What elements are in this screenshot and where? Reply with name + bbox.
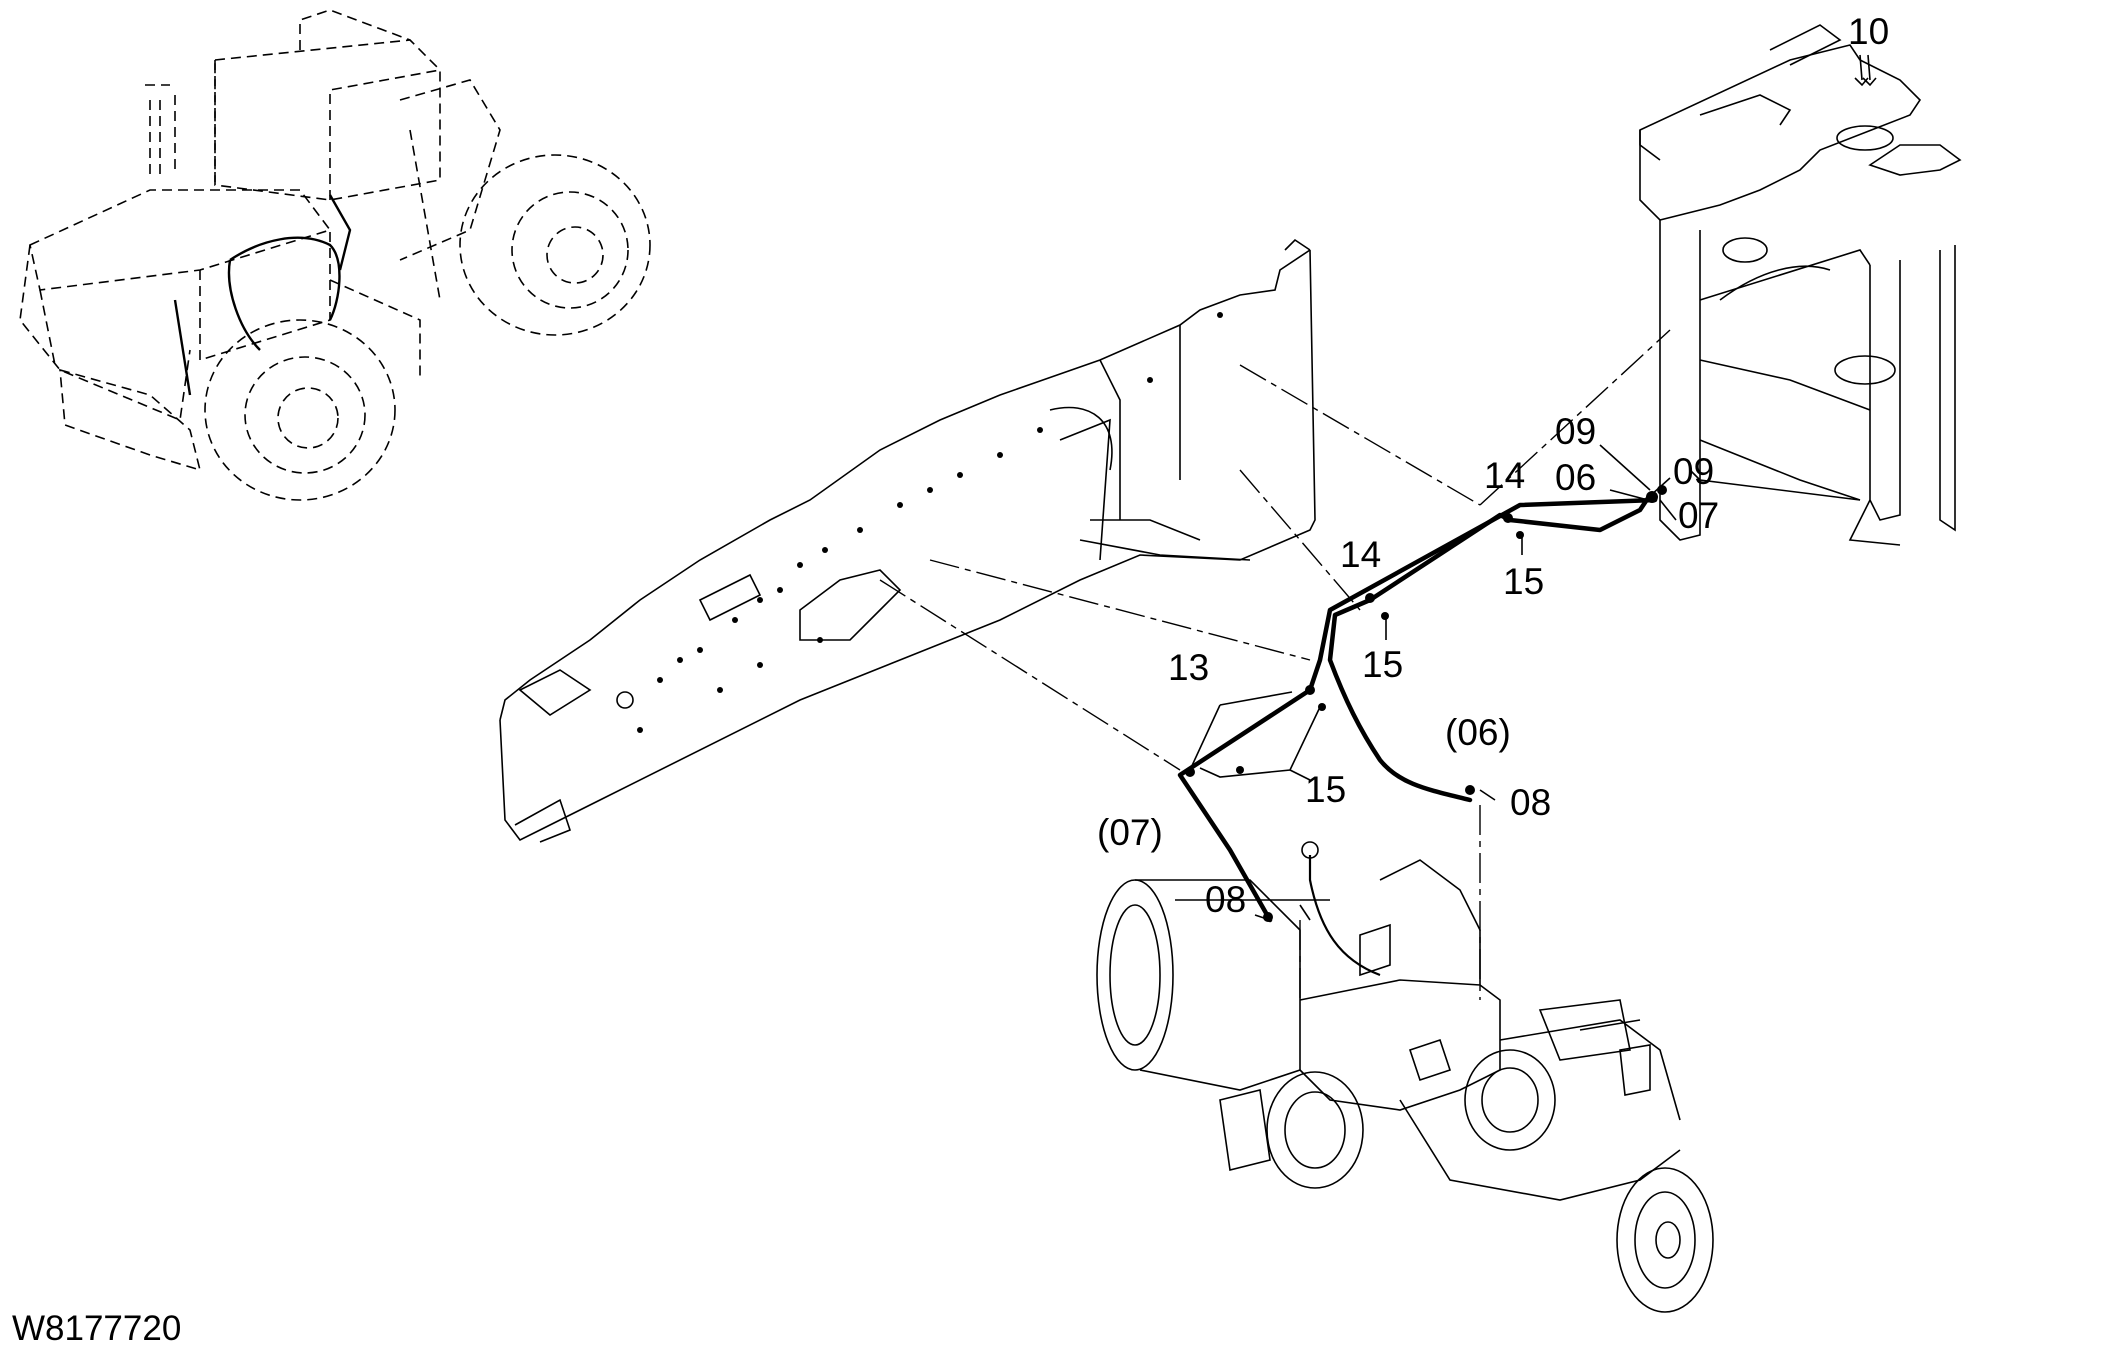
drawing-id: W8177720: [12, 1309, 181, 1348]
hose-07: [1177, 497, 1658, 923]
callout-10: 10: [1848, 11, 1889, 52]
callout-09-right: 09: [1673, 451, 1714, 492]
callout-15-lower: 15: [1305, 769, 1346, 810]
callout-15-upper: 15: [1503, 561, 1544, 602]
callout-06-paren: (06): [1445, 712, 1511, 753]
brake-hoses: [1177, 492, 1658, 923]
wheel-loader-overview: [19, 9, 651, 501]
leader-lines: [1189, 54, 1877, 921]
callout-15-middle: 15: [1362, 644, 1403, 685]
callout-14-lower: 14: [1340, 534, 1381, 575]
callout-08-right: 08: [1510, 782, 1551, 823]
callout-14-upper: 14: [1484, 455, 1525, 496]
callout-06: 06: [1555, 457, 1596, 498]
front-frame: [1639, 24, 1962, 546]
rear-frame-rail: [499, 238, 1316, 843]
frame-holes: [616, 312, 1223, 733]
callout-13: 13: [1168, 647, 1209, 688]
callout-09-upper: 09: [1555, 411, 1596, 452]
hose-06: [1327, 492, 1653, 803]
callout-labels: 10 09 09 06 07 14 14 15 15 15 13 (06) (0…: [1097, 11, 1889, 920]
callout-07: 07: [1678, 495, 1719, 536]
fittings: [1185, 485, 1667, 922]
callout-08-left: 08: [1205, 879, 1246, 920]
rear-axle: [1096, 841, 1714, 1313]
callout-07-paren: (07): [1097, 812, 1163, 853]
